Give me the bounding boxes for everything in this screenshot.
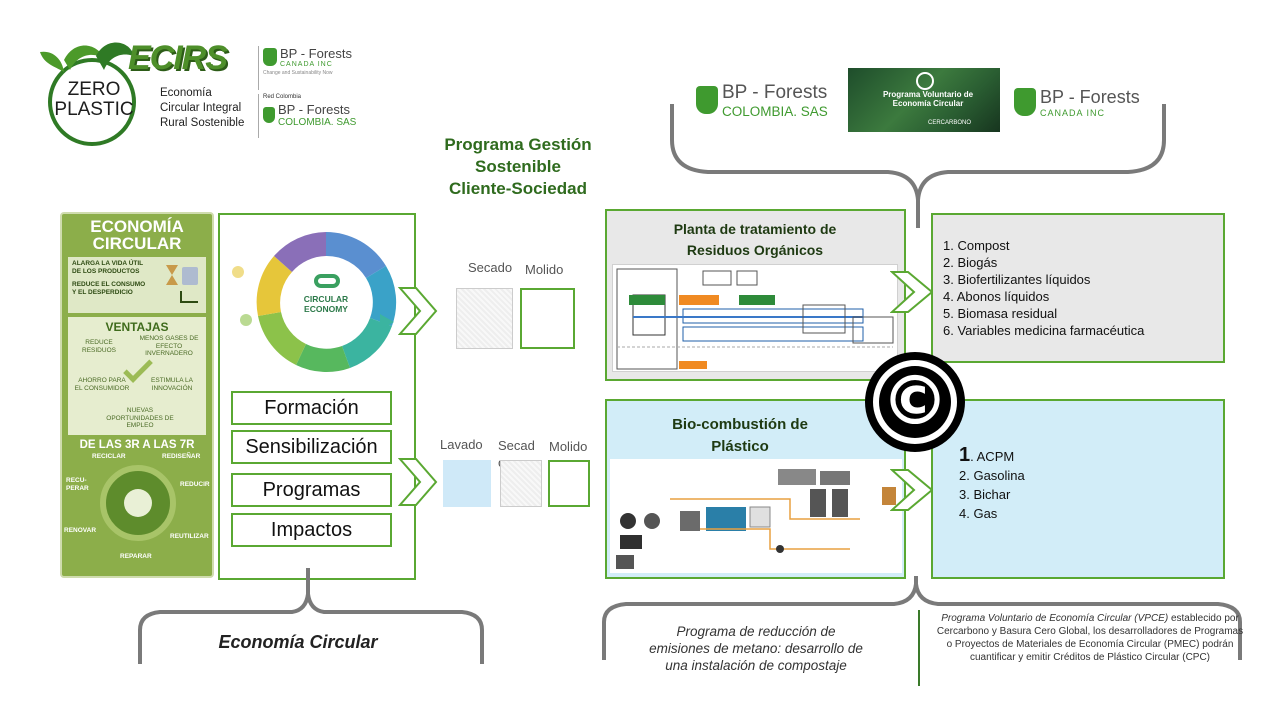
secado-sample [456,288,513,349]
lavado-sample [443,460,491,507]
circular-economy-panel [218,213,416,580]
planta-process-diagram [616,268,894,370]
hourglass-icon [166,265,178,285]
zero-plastic-logo: ZERO PLASTIC [34,36,144,148]
bp-forests-canada-logo-large: BP - Forests CANADA INC [1014,82,1144,122]
sensibilizacion-button[interactable]: Sensibilización [231,430,392,464]
infographic-header: ECONOMÍA CIRCULAR [90,217,184,253]
chart-down-icon [180,291,198,303]
formacion-button[interactable]: Formación [231,391,392,425]
arrow-right-icon [398,458,438,506]
ventajas-panel: VENTAJAS REDUCE RESIDUOS MENOS GASES DE … [68,317,206,435]
molido-label-bottom: Molido [549,439,588,454]
maple-leaf-icon [1014,88,1036,116]
circular-economy-label: CIRCULAR ECONOMY [303,294,349,314]
methane-program-text: Programa de reducción de emisiones de me… [649,624,863,673]
arrow-right-icon [890,271,934,313]
washing-machine-icon [182,267,198,285]
zero-plastic-text: ZERO PLASTIC [54,79,134,120]
bio-title: Bio-combustión de Plástico [672,416,808,455]
bp-forests-colombia-logo-large: BP - Forests COLOMBIA. SAS [696,78,836,122]
planta-schematic [612,264,898,372]
arrow-right-icon [890,469,934,511]
programa-voluntario-banner: Programa Voluntario de Economía Circular… [848,68,1000,132]
ecirs-wordmark: ECIRS [128,39,228,77]
molido-sample-bottom [548,460,590,507]
planta-title: Planta de tratamiento de Residuos Orgáni… [673,221,837,258]
infinity-icon [314,274,340,288]
leaf-emblem-icon [916,72,934,90]
maple-leaf-icon [696,86,718,114]
top-brace [670,104,1166,228]
economia-circular-infographic: ECONOMÍA CIRCULAR ALARGA LA VIDA ÚTIL DE… [60,212,214,578]
bp-forests-canada-logo-small: BP - Forests CANADA INC Change and Susta… [258,46,358,90]
molido-sample [520,288,575,349]
right-bottom-brace [602,576,1242,660]
infographic-bullets: ALARGA LA VIDA ÚTIL DE LOS PRODUCTOS RED… [68,257,206,313]
bio-products-box: 1. ACPM 2. Gasolina 3. Bichar 4. Gas [931,399,1225,579]
vpce-text: Programa Voluntario de Economía Circular… [936,613,1244,663]
left-bottom-brace [138,568,484,664]
ecirs-logo: ECIRS Economía Circular Integral Rural S… [128,40,252,140]
impactos-button[interactable]: Impactos [231,513,392,547]
maple-leaf-icon [263,107,275,123]
bio-schematic [610,459,902,573]
recycle-center-icon [124,489,152,517]
bio-process-diagram [616,469,896,569]
main-title: Programa Gestión Sostenible Cliente-Soci… [444,135,592,198]
seven-r-wheel: RECICLAR REDISEÑAR RECU-PERAR REDUCIR RE… [64,453,210,560]
circular-economy-ring [232,232,397,373]
secado-label: Secado [468,260,513,275]
circular-economy-diagram: CIRCULAR ECONOMY [228,222,410,380]
maple-leaf-icon [263,48,277,66]
molido-label: Molido [525,262,564,277]
copyright-inner: © [879,362,951,441]
arrow-right-icon [398,287,438,335]
zero-plastic-leaf-icon [40,42,136,146]
footer-divider [918,610,920,686]
ecirs-tagline: Economía Circular Integral Rural Sosteni… [160,87,245,129]
lavado-label: Lavado [440,437,483,452]
copyright-icon: © [865,352,965,452]
economia-circular-footer-label: Economía Circular [218,632,378,652]
bp-forests-colombia-logo-small: Red Colombia BP - Forests COLOMBIA. SAS [258,94,358,138]
programas-button[interactable]: Programas [231,473,392,507]
secado-sample-bottom [500,460,542,507]
plant-products-box: 1. Compost 2. Biogás 3. Biofertilizantes… [931,213,1225,363]
